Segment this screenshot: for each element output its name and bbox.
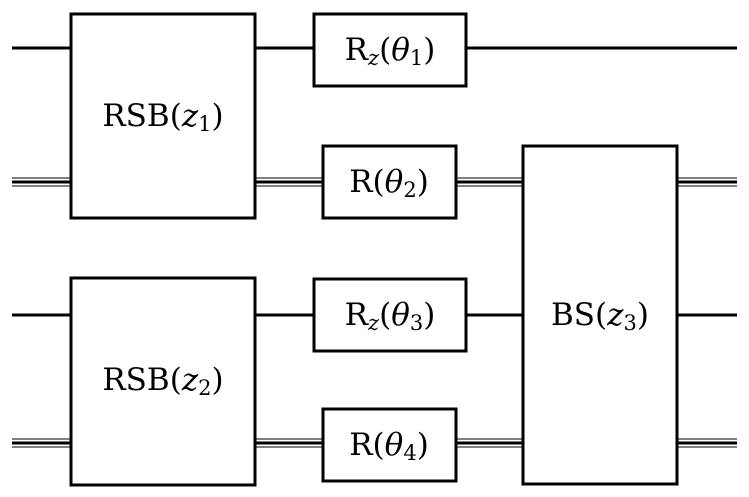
gate-rsb-z2: RSB(z2) — [69, 276, 257, 487]
gate-r-theta2-label: R(θ2) — [349, 164, 429, 202]
gate-rz-theta3: Rz(θ3) — [312, 277, 468, 353]
gate-r-theta4-label: R(θ4) — [349, 427, 429, 465]
gate-rsb-z1-label: RSB(z1) — [102, 98, 223, 136]
gate-bs-z3-label: BS(z3) — [551, 297, 649, 335]
gate-rz-theta1: Rz(θ1) — [312, 12, 468, 88]
gate-r-theta2: R(θ2) — [321, 144, 458, 220]
gate-rz-theta3-label: Rz(θ3) — [345, 297, 436, 335]
gate-rsb-z2-label: RSB(z2) — [102, 362, 223, 400]
gate-rz-theta1-label: Rz(θ1) — [345, 32, 436, 70]
gate-r-theta4: R(θ4) — [321, 407, 458, 483]
gate-rsb-z1: RSB(z1) — [69, 12, 257, 220]
gate-bs-z3: BS(z3) — [521, 144, 679, 486]
